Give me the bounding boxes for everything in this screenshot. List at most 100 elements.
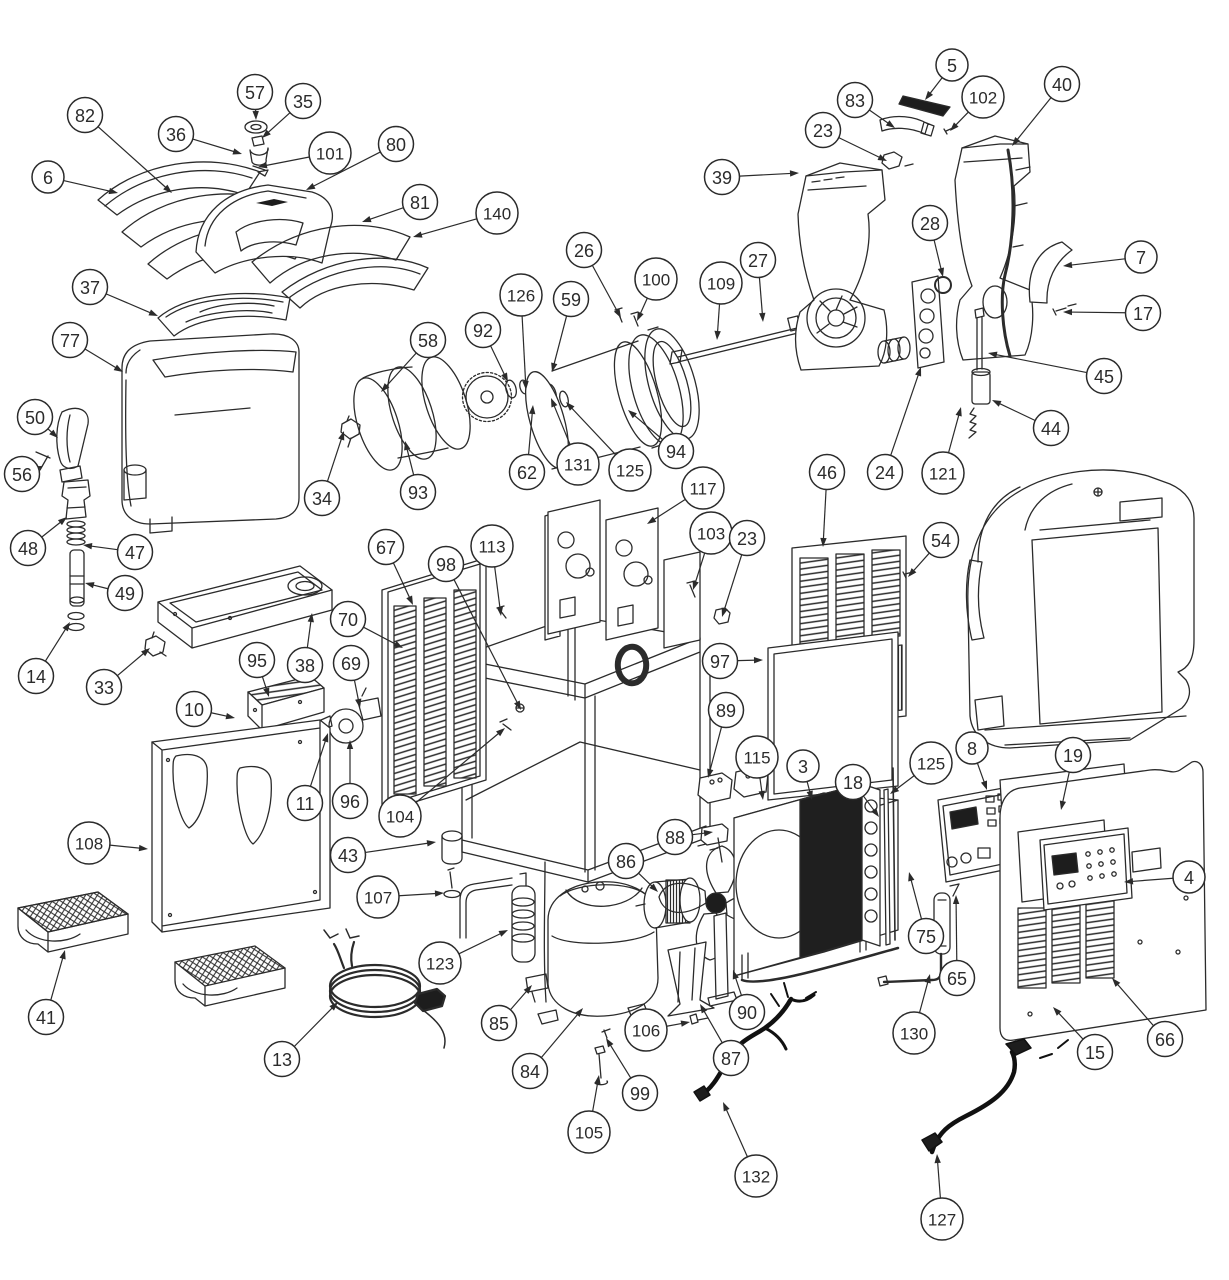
auger-drive-gear <box>461 371 513 423</box>
svg-text:7: 7 <box>1136 248 1146 268</box>
svg-text:140: 140 <box>483 205 511 224</box>
svg-text:36: 36 <box>166 125 186 145</box>
callout-49-15: 49 <box>85 574 144 612</box>
svg-text:18: 18 <box>843 773 863 793</box>
svg-text:77: 77 <box>60 331 80 351</box>
callout-70-53: 70 <box>329 600 403 648</box>
svg-text:13: 13 <box>272 1050 292 1070</box>
callout-7-39: 7 <box>1063 240 1158 274</box>
callout-92-21: 92 <box>464 311 508 382</box>
callout-125-26: 125 <box>566 402 652 492</box>
coiled-cord <box>323 928 447 1049</box>
callout-41-64: 41 <box>27 950 66 1036</box>
callout-28-38: 28 <box>911 204 949 277</box>
svg-text:34: 34 <box>312 489 332 509</box>
callout-89-76: 89 <box>707 691 745 778</box>
compressor <box>525 881 659 1025</box>
callout-65-87: 65 <box>938 895 976 997</box>
svg-text:8: 8 <box>967 739 977 759</box>
svg-text:84: 84 <box>520 1062 540 1082</box>
callout-37-9: 37 <box>71 268 158 316</box>
svg-text:90: 90 <box>737 1003 757 1023</box>
svg-text:125: 125 <box>616 462 644 481</box>
rear-plain-panel <box>767 631 899 801</box>
callout-3-78: 3 <box>786 749 820 800</box>
svg-text:47: 47 <box>125 543 145 563</box>
callout-81-7: 81 <box>362 183 439 223</box>
callout-130-88: 130 <box>892 974 936 1055</box>
svg-text:35: 35 <box>293 92 313 112</box>
callout-47-14: 47 <box>83 533 154 571</box>
svg-text:45: 45 <box>1094 367 1114 387</box>
svg-text:4: 4 <box>1184 868 1194 888</box>
svg-text:115: 115 <box>743 749 770 768</box>
small-fasteners <box>594 1013 709 1086</box>
callout-62-24: 62 <box>508 405 546 491</box>
svg-text:82: 82 <box>75 106 95 126</box>
power-cord <box>921 1038 1069 1155</box>
callout-107-62: 107 <box>356 875 444 919</box>
svg-text:67: 67 <box>376 538 396 558</box>
svg-text:56: 56 <box>12 465 32 485</box>
small-bracket-33 <box>144 631 167 657</box>
svg-text:27: 27 <box>748 251 768 271</box>
callout-117-47: 117 <box>647 466 725 524</box>
callout-94-27: 94 <box>628 410 695 470</box>
callout-46-45: 46 <box>808 453 846 547</box>
svg-text:100: 100 <box>642 271 670 290</box>
dispense-valve-block <box>877 275 952 369</box>
bearing-mount-plates <box>544 499 731 649</box>
svg-text:17: 17 <box>1133 304 1153 324</box>
svg-text:3: 3 <box>798 757 808 777</box>
callout-123-66: 123 <box>418 930 508 985</box>
svg-text:10: 10 <box>184 700 204 720</box>
svg-text:14: 14 <box>26 667 46 687</box>
lid-cap-parts <box>244 120 269 177</box>
callout-90-72: 90 <box>728 970 766 1031</box>
callout-80-6: 80 <box>306 125 415 190</box>
svg-text:19: 19 <box>1063 746 1083 766</box>
svg-text:5: 5 <box>947 56 957 76</box>
callout-106-71: 106 <box>624 1008 690 1052</box>
svg-text:106: 106 <box>632 1022 660 1041</box>
svg-text:93: 93 <box>408 483 428 503</box>
left-vent-panel <box>381 557 487 813</box>
svg-text:92: 92 <box>473 321 493 341</box>
callout-27-31: 27 <box>739 241 777 322</box>
svg-text:85: 85 <box>489 1014 509 1034</box>
svg-text:132: 132 <box>742 1168 770 1187</box>
svg-text:24: 24 <box>875 463 895 483</box>
callout-15-89: 15 <box>1053 1007 1114 1071</box>
svg-text:57: 57 <box>245 83 265 103</box>
svg-text:58: 58 <box>418 331 438 351</box>
callout-23-33: 23 <box>804 111 887 161</box>
callout-67-52: 67 <box>367 528 413 605</box>
callout-36-4: 36 <box>157 115 242 155</box>
svg-text:46: 46 <box>817 463 837 483</box>
svg-text:107: 107 <box>364 889 392 908</box>
svg-text:54: 54 <box>931 531 951 551</box>
callout-84-68: 84 <box>511 1008 583 1090</box>
callout-26-28: 26 <box>565 231 621 318</box>
svg-text:23: 23 <box>813 121 833 141</box>
svg-text:105: 105 <box>575 1124 603 1143</box>
callout-125-82: 125 <box>890 741 953 794</box>
right-side-cover <box>965 469 1195 749</box>
callout-96-59: 96 <box>331 740 369 820</box>
svg-text:75: 75 <box>916 927 936 947</box>
motor-tower-left <box>794 162 888 371</box>
svg-text:49: 49 <box>115 584 135 604</box>
callout-115-77: 115 <box>735 735 779 800</box>
callout-4-85: 4 <box>1124 860 1206 894</box>
svg-text:44: 44 <box>1041 419 1061 439</box>
svg-text:95: 95 <box>247 651 267 671</box>
callout-75-86: 75 <box>907 872 945 955</box>
callout-95-54: 95 <box>238 641 276 697</box>
callout-43-61: 43 <box>329 836 436 874</box>
callout-104-60: 104 <box>378 728 505 838</box>
svg-text:121: 121 <box>929 465 957 484</box>
callout-39-32: 39 <box>703 158 799 196</box>
callout-105-69: 105 <box>567 1075 611 1154</box>
callout-126-22: 126 <box>499 273 543 390</box>
svg-text:88: 88 <box>665 828 685 848</box>
